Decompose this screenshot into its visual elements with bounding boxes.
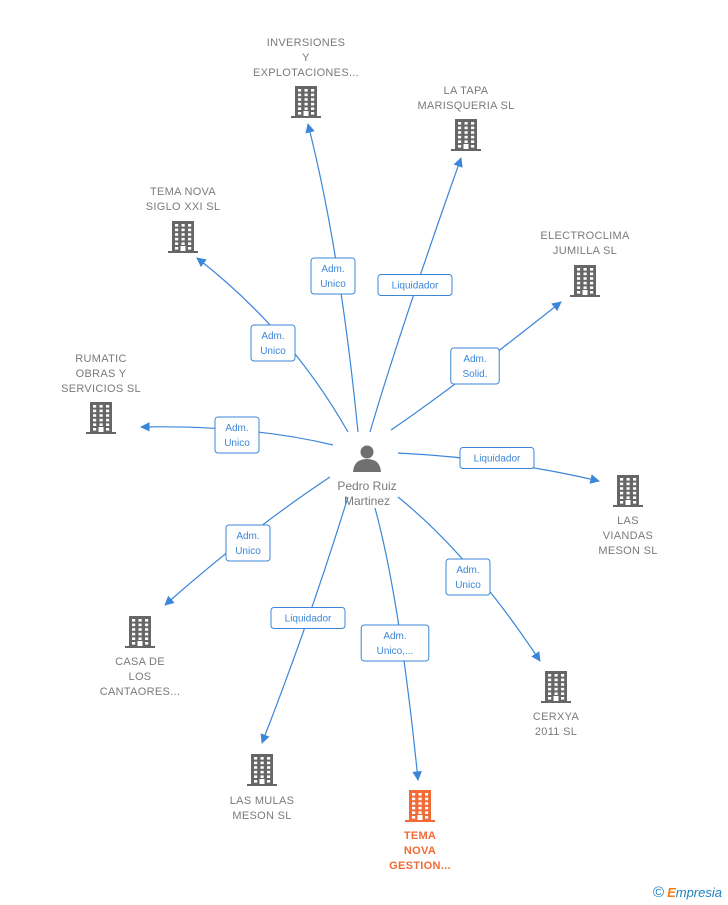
edge-label-text: Adm. [456, 565, 479, 576]
edge-label-text: Unico [235, 546, 261, 557]
edge-label-box [250, 324, 296, 362]
edge-label-rumatic[interactable]: Adm. Unico [214, 416, 260, 454]
company-node-rumatic[interactable]: RUMATIC OBRAS Y SERVICIOS SL [61, 353, 141, 434]
company-name-line: CERXYA [533, 711, 580, 723]
edge-label-box [225, 524, 271, 562]
company-name-line: LAS [617, 515, 639, 527]
company-name-line: EXPLOTACIONES... [253, 67, 359, 79]
company-name-line: MESON SL [598, 545, 657, 557]
company-name-line: CASA DE [115, 656, 165, 668]
building-icon [541, 671, 571, 703]
company-name-line: 2011 SL [535, 726, 577, 738]
brand-initial: E [667, 885, 676, 900]
edge-label-la-tapa[interactable]: Liquidador [377, 274, 453, 296]
edge-label-box [310, 257, 356, 295]
company-name-line: NOVA [404, 845, 436, 857]
building-icon [451, 119, 481, 151]
company-node-la-tapa[interactable]: LA TAPA MARISQUERIA SL [417, 85, 514, 151]
nodes-layer: INVERSIONES Y EXPLOTACIONES... LA TAPA MARIS… [61, 37, 657, 872]
building-icon [125, 616, 155, 648]
edge-label-las-viandas[interactable]: Liquidador [459, 447, 535, 469]
building-icon [613, 475, 643, 507]
brand-name: mpresia [675, 885, 722, 900]
company-name-line: CANTAORES... [100, 686, 180, 698]
edge-label-las-mulas[interactable]: Liquidador [270, 607, 346, 629]
company-name-line: INVERSIONES [267, 37, 346, 49]
company-name-line: LOS [129, 671, 152, 683]
edge-label-text: Solid. [462, 369, 487, 380]
building-icon [247, 754, 277, 786]
company-name-line: SERVICIOS SL [61, 383, 141, 395]
company-node-inversiones[interactable]: INVERSIONES Y EXPLOTACIONES... [253, 37, 359, 118]
edge-label-text: Adm. [225, 423, 248, 434]
person-icon[interactable] [353, 445, 381, 473]
edge-label-electroclima[interactable]: Adm. Solid. [450, 347, 500, 385]
edge-label-text: Adm. [321, 264, 344, 275]
building-icon [291, 86, 321, 118]
company-name-line: TEMA [404, 830, 436, 842]
edge-label-text: Unico,... [377, 646, 414, 657]
edge-label-text: Adm. [383, 631, 406, 642]
edge-label-casa-cantaores[interactable]: Adm. Unico [225, 524, 271, 562]
company-name-line: TEMA NOVA [150, 186, 216, 198]
company-name-line: VIANDAS [603, 530, 653, 542]
edge-label-box [360, 624, 430, 662]
person-name-line: Pedro Ruiz [337, 479, 396, 493]
edge-label-box [450, 347, 500, 385]
edge-label-box [445, 558, 491, 596]
building-icon [168, 221, 198, 253]
company-node-electroclima[interactable]: ELECTROCLIMA JUMILLA SL [540, 230, 630, 297]
building-icon [405, 790, 435, 822]
company-name-line: GESTION... [389, 860, 451, 872]
company-node-las-mulas[interactable]: LAS MULAS MESON SL [230, 754, 294, 822]
company-name-line: LAS MULAS [230, 795, 294, 807]
edge-label-text: Unico [260, 346, 286, 357]
company-name-line: OBRAS Y [76, 368, 127, 380]
company-name-line: Y [302, 52, 310, 64]
company-name-line: SIGLO XXI SL [146, 201, 221, 213]
edge-label-box [214, 416, 260, 454]
edge-label-text: Adm. [463, 354, 486, 365]
edge-label-text: Adm. [236, 531, 259, 542]
edge-label-box [270, 607, 346, 629]
company-name-line: MESON SL [232, 810, 291, 822]
edge-label-text: Unico [455, 580, 481, 591]
edge-label-box [377, 274, 453, 296]
edge-label-text: Liquidador [285, 614, 332, 625]
edge-label-text: Adm. [261, 331, 284, 342]
person-name-line: Martinez [344, 494, 390, 508]
company-name-line: RUMATIC [75, 353, 126, 365]
edge-label-text: Liquidador [474, 454, 521, 465]
company-node-cerxya[interactable]: CERXYA 2011 SL [533, 671, 580, 738]
edge-label-box [459, 447, 535, 469]
company-node-tema-nova-gestion[interactable]: TEMA NOVA GESTION... [389, 790, 451, 872]
copyright-footer: ©Empresia [653, 884, 722, 901]
edge-label-cerxya[interactable]: Adm. Unico [445, 558, 491, 596]
building-icon [86, 402, 116, 434]
company-name-line: JUMILLA SL [553, 245, 617, 257]
company-node-casa-cantaores[interactable]: CASA DE LOS CANTAORES... [100, 616, 180, 698]
copyright-symbol: © [653, 884, 665, 901]
edge-label-text: Unico [224, 438, 250, 449]
edge-label-tema-nova-siglo[interactable]: Adm. Unico [250, 324, 296, 362]
edge-label-inversiones[interactable]: Adm. Unico [310, 257, 356, 295]
edge-label-text: Liquidador [392, 281, 439, 292]
edge-la-tapa [369, 157, 463, 433]
company-node-las-viandas[interactable]: LAS VIANDAS MESON SL [598, 475, 657, 557]
company-name-line: ELECTROCLIMA [540, 230, 630, 242]
company-name-line: LA TAPA [444, 85, 489, 97]
edge-label-tema-nova-gestion[interactable]: Adm. Unico,... [360, 624, 430, 662]
edge-tema-nova-gestion [374, 507, 422, 781]
company-name-line: MARISQUERIA SL [417, 100, 514, 112]
edge-label-text: Unico [320, 279, 346, 290]
building-icon [570, 265, 600, 297]
company-node-tema-nova-siglo[interactable]: TEMA NOVA SIGLO XXI SL [146, 186, 221, 253]
